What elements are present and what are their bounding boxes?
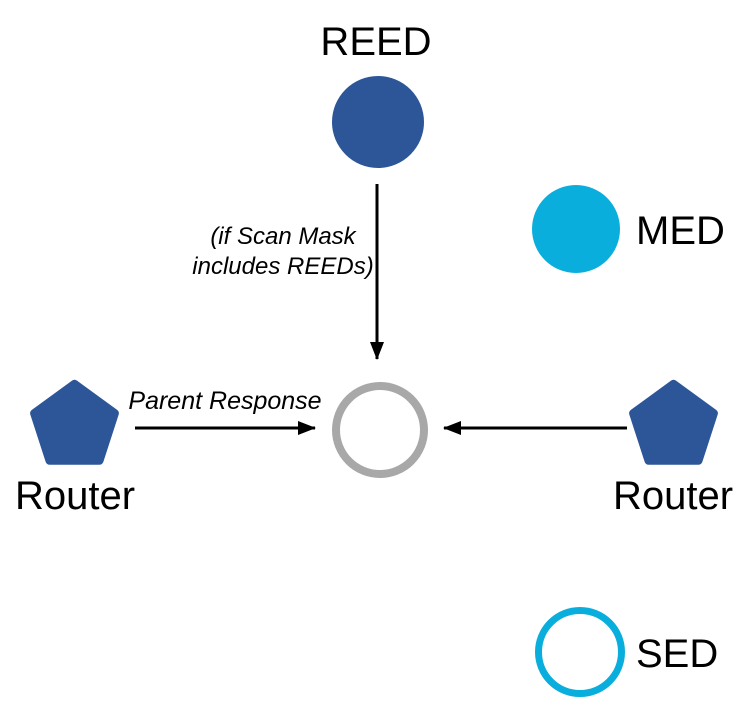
router-right-label: Router [612, 474, 734, 518]
router-right-pentagon [629, 379, 718, 465]
pentagon-shape [629, 379, 718, 465]
center-node-circle [332, 382, 428, 478]
router-left-pentagon [30, 379, 119, 465]
sed-node-label: SED [636, 632, 719, 676]
router-left-label: Router [14, 474, 136, 518]
reed-node-label: REED [320, 20, 432, 64]
pentagon-shape [30, 379, 119, 465]
reed-node-circle [332, 76, 424, 168]
scan-mask-annotation-line1: (if Scan Mask [210, 223, 356, 250]
med-node-label: MED [636, 209, 725, 253]
parent-response-label: Parent Response [128, 387, 322, 415]
scan-mask-annotation: (if Scan Mask includes REEDs) [192, 222, 373, 282]
scan-mask-annotation-line2: includes REEDs) [192, 253, 374, 280]
sed-node-circle [535, 607, 625, 697]
med-node-circle [532, 185, 620, 273]
